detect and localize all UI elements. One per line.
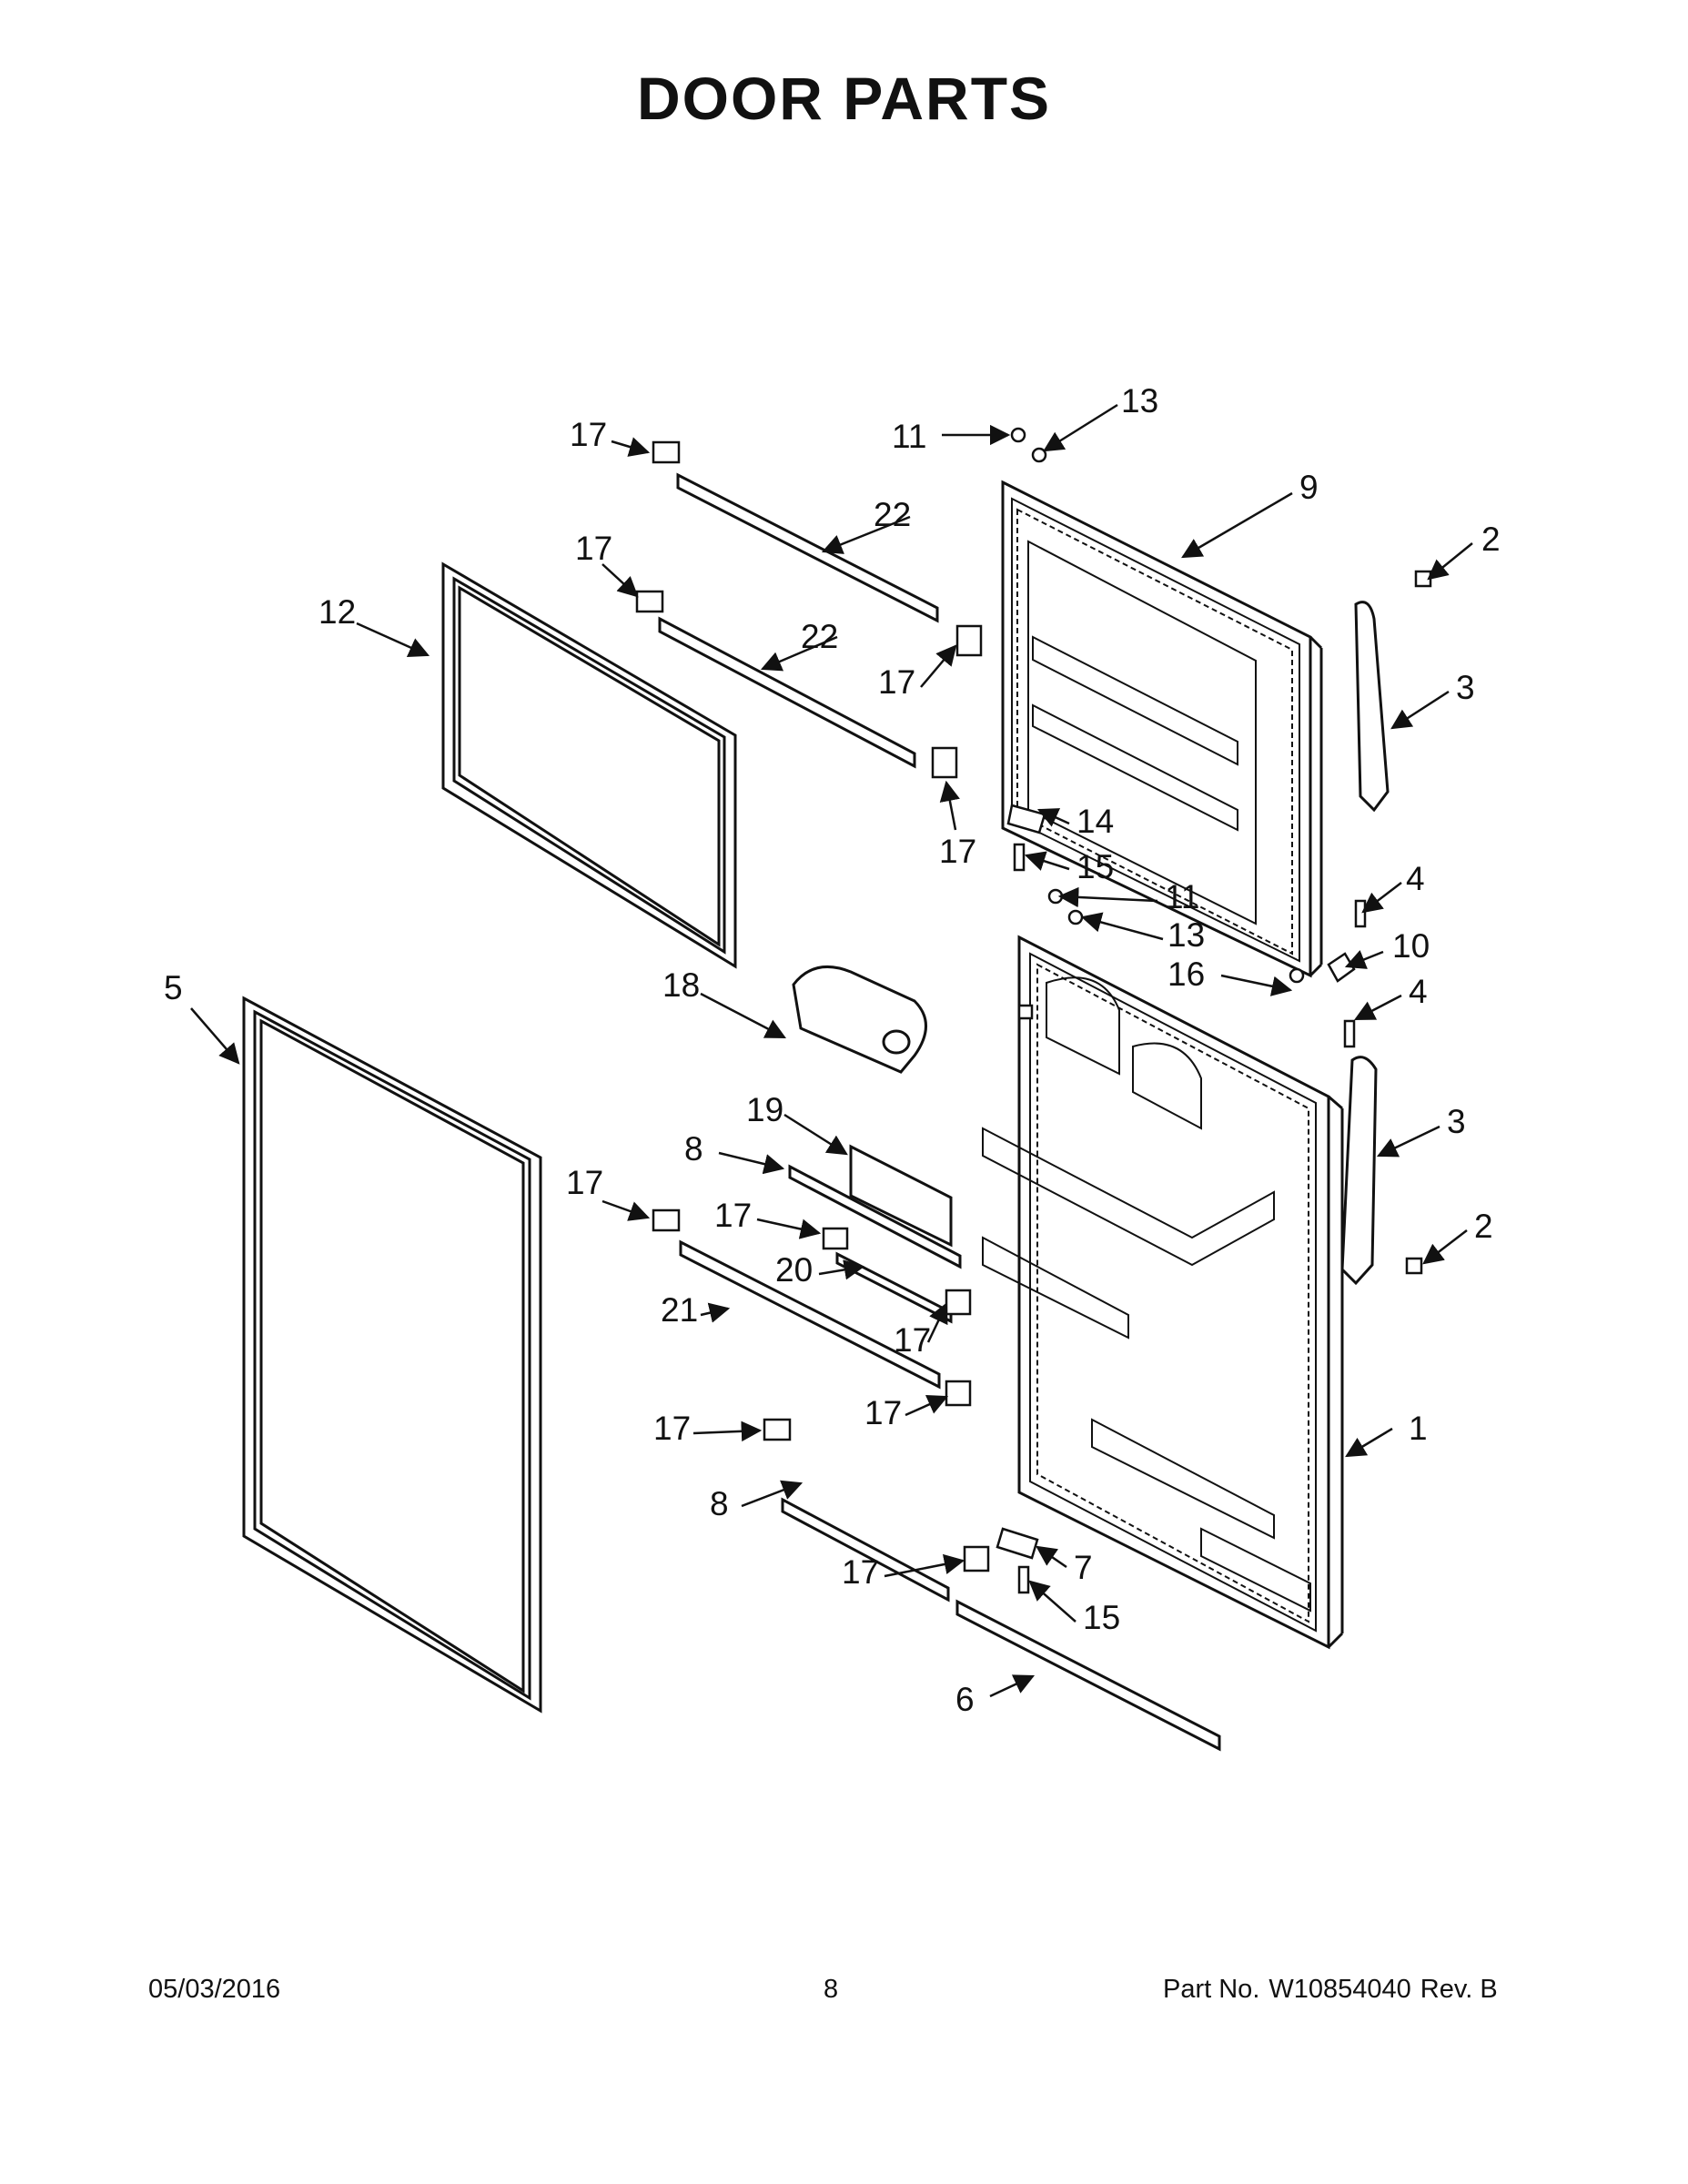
- callout-21: 21: [661, 1291, 698, 1329]
- callout-17-f: 17: [714, 1197, 752, 1234]
- callout-17-i: 17: [653, 1410, 691, 1447]
- callout-8-bottom: 8: [710, 1485, 729, 1522]
- leader-line: [611, 437, 651, 457]
- leader-line: [1181, 491, 1293, 559]
- callout-15-top: 15: [1076, 848, 1114, 885]
- callout-1: 1: [1409, 1410, 1428, 1447]
- leader-line: [692, 1421, 763, 1442]
- leader-line: [700, 992, 786, 1039]
- freezer-door: [1001, 480, 1323, 978]
- leader-line: [1080, 912, 1164, 941]
- callout-22-top: 22: [874, 496, 911, 533]
- callout-labels: 1 2 2 3 3 4 4 5 6 7 8 8 9 10 11 11 12 13…: [164, 382, 1501, 1718]
- leader-line: [1344, 950, 1384, 969]
- leader-line: [783, 1113, 848, 1156]
- footer-part-value: W10854040: [1269, 1975, 1411, 2004]
- leader-line: [1043, 403, 1118, 452]
- callout-12: 12: [318, 593, 356, 631]
- leader-line: [1422, 1229, 1468, 1265]
- leader-line: [1345, 1427, 1393, 1458]
- footer-date: 05/03/2016: [148, 1975, 281, 2004]
- door-shelf-front: [849, 1144, 953, 1248]
- callout-13-bottom: 13: [1167, 916, 1205, 954]
- callout-15-bottom: 15: [1083, 1599, 1120, 1636]
- leader-line: [1361, 882, 1402, 914]
- leader-line: [1376, 1125, 1440, 1158]
- callout-2-top: 2: [1481, 521, 1501, 558]
- callout-19: 19: [746, 1091, 783, 1128]
- footer-part-number: Part No. W10854040 Rev. B: [1163, 1975, 1498, 2005]
- callout-17-c: 17: [878, 663, 915, 701]
- door-handle: [1340, 601, 1390, 1286]
- callout-2-bottom: 2: [1474, 1208, 1493, 1245]
- callout-17-b: 17: [575, 530, 612, 567]
- callout-7: 7: [1074, 1549, 1093, 1586]
- leader-line: [1024, 851, 1070, 871]
- trim-strips: [658, 472, 1221, 1752]
- callout-4-bottom: 4: [1409, 973, 1428, 1010]
- callout-17-h: 17: [864, 1394, 902, 1431]
- callout-17-d: 17: [939, 833, 976, 870]
- leader-line: [920, 644, 957, 688]
- callout-20: 20: [775, 1251, 813, 1289]
- leader-line: [1427, 542, 1473, 581]
- leader-line: [700, 1302, 731, 1323]
- footer-page-number: 8: [824, 1975, 839, 2004]
- leader-line: [741, 1480, 804, 1508]
- fresh-food-door-gasket: [242, 996, 542, 1714]
- callout-11-top: 11: [892, 418, 926, 455]
- callout-4-top: 4: [1406, 860, 1425, 897]
- leader-line: [926, 1301, 948, 1343]
- page-title: DOOR PARTS: [636, 65, 1052, 132]
- leader-line: [718, 1151, 785, 1175]
- leader-line: [905, 1394, 949, 1417]
- footer-revision: Rev. B: [1420, 1975, 1498, 2004]
- callout-11-bottom: 11: [1165, 878, 1199, 915]
- leader-line: [601, 563, 639, 598]
- fresh-food-door: [982, 935, 1344, 1650]
- callout-10: 10: [1392, 927, 1430, 965]
- leader-line: [190, 1007, 240, 1065]
- dairy-door-bin: [792, 965, 927, 1074]
- callout-8-top: 8: [684, 1130, 703, 1168]
- callout-18: 18: [662, 966, 700, 1004]
- callout-5: 5: [164, 969, 183, 1006]
- leader-line: [1390, 690, 1450, 730]
- leader-line: [821, 515, 911, 554]
- leader-line: [989, 1674, 1036, 1698]
- callout-17-e: 17: [566, 1164, 603, 1201]
- callout-9: 9: [1299, 469, 1319, 506]
- hardware-parts: [635, 427, 1432, 1594]
- leader-line: [1220, 974, 1293, 996]
- callout-leader-lines: [190, 403, 1473, 1698]
- callout-17-g: 17: [894, 1321, 931, 1359]
- callout-22-bottom: 22: [801, 618, 838, 655]
- freezer-door-gasket: [441, 561, 737, 969]
- leader-line: [356, 622, 430, 657]
- leader-line: [1354, 994, 1402, 1021]
- callout-16: 16: [1167, 956, 1205, 993]
- leader-line: [818, 1259, 865, 1280]
- leader-line: [756, 1218, 822, 1239]
- callout-3-top: 3: [1456, 669, 1475, 706]
- leader-line: [884, 1553, 965, 1578]
- footer-part-label: Part No.: [1163, 1975, 1260, 2004]
- leader-line: [1028, 1580, 1076, 1623]
- callout-13-top: 13: [1121, 382, 1158, 420]
- leader-line: [601, 1199, 651, 1221]
- callout-3-bottom: 3: [1447, 1103, 1466, 1140]
- leader-line: [760, 635, 838, 672]
- callout-17-a: 17: [570, 416, 607, 453]
- leader-line: [1036, 808, 1070, 827]
- callout-14: 14: [1076, 803, 1114, 840]
- leader-line: [939, 780, 960, 831]
- callout-6: 6: [955, 1681, 975, 1718]
- callout-17-j: 17: [842, 1553, 879, 1591]
- leader-line: [1036, 1545, 1067, 1569]
- leader-line: [1057, 886, 1158, 908]
